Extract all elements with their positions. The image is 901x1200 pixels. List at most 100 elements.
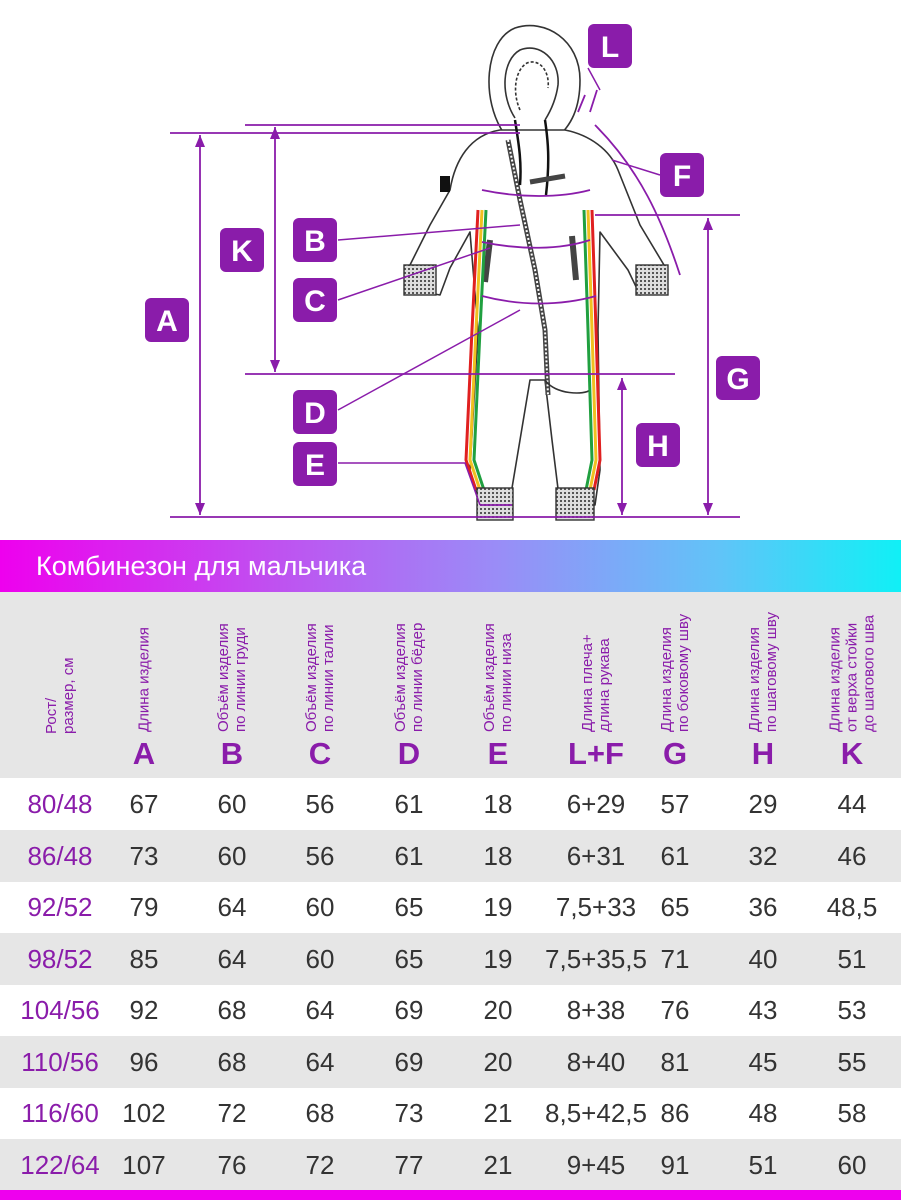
table-row: 92/52 79 64 60 65 19 7,5+33 65 36 48,5 xyxy=(0,881,901,933)
header-label: Длина изделия по боковому шву xyxy=(658,613,692,732)
svg-text:L: L xyxy=(601,31,619,64)
value-cell: 18 xyxy=(483,840,513,871)
value-cell: 69 xyxy=(394,995,424,1025)
header-col-k: Длина изделия от верха стойки до шаговог… xyxy=(808,592,896,778)
svg-text:E: E xyxy=(305,449,325,482)
header-letter: G xyxy=(662,736,688,771)
value-cell: 72 xyxy=(305,1149,335,1180)
value-cell: 60 xyxy=(837,1149,867,1180)
value-cell: 7,5+35,5 xyxy=(545,943,647,974)
value-cell: 20 xyxy=(483,1046,513,1077)
value-cell: 45 xyxy=(748,1046,778,1077)
svg-text:B: B xyxy=(304,225,326,258)
value-cell: 8+38 xyxy=(566,995,626,1025)
jumpsuit-illustration xyxy=(409,24,669,506)
svg-text:K: K xyxy=(231,235,253,268)
value-cell: 60 xyxy=(305,943,335,974)
value-cell: 51 xyxy=(837,943,867,974)
header-label: Объём изделия по линии низа xyxy=(481,623,515,732)
badge-L: L xyxy=(588,24,632,68)
badge-F: F xyxy=(660,153,704,197)
value-cell: 36 xyxy=(748,892,778,922)
header-col-size: Рост/ размер, см xyxy=(16,592,104,778)
value-cell: 57 xyxy=(660,789,690,819)
badge-K: K xyxy=(220,228,264,272)
header-letter: D xyxy=(397,736,421,771)
value-cell: 60 xyxy=(305,892,335,922)
value-cell: 61 xyxy=(660,840,690,871)
size-cell: 122/64 xyxy=(20,1149,100,1180)
value-cell: 6+31 xyxy=(566,840,626,871)
value-cell: 21 xyxy=(483,1098,513,1128)
value-cell: 76 xyxy=(660,995,690,1025)
svg-text:C: C xyxy=(304,285,326,318)
badge-connectors xyxy=(337,67,661,506)
value-cell: 44 xyxy=(837,789,867,819)
header-letter: A xyxy=(132,736,156,771)
value-cell: 56 xyxy=(305,789,335,819)
value-cell: 56 xyxy=(305,840,335,871)
badge-B: B xyxy=(293,218,337,262)
value-cell: 9+45 xyxy=(566,1149,626,1180)
value-cell: 73 xyxy=(394,1098,424,1128)
header-letter: K xyxy=(840,736,864,771)
value-cell: 68 xyxy=(305,1098,335,1128)
header-label: Рост/ размер, см xyxy=(43,657,77,734)
value-cell: 6+29 xyxy=(566,789,626,819)
svg-text:F: F xyxy=(673,160,691,193)
value-cell: 8,5+42,5 xyxy=(545,1098,647,1128)
value-cell: 48 xyxy=(748,1098,778,1128)
value-cell: 60 xyxy=(217,840,247,871)
value-cell: 51 xyxy=(748,1149,778,1180)
value-cell: 48,5 xyxy=(826,892,878,922)
page-title: Комбинезон для мальчика xyxy=(36,551,367,581)
header-letter: L+F xyxy=(568,736,624,771)
value-cell: 29 xyxy=(748,789,778,819)
badge-D: D xyxy=(293,390,337,434)
value-cell: 65 xyxy=(660,892,690,922)
title-banner: Комбинезон для мальчика xyxy=(0,540,901,592)
value-cell: 73 xyxy=(129,840,159,871)
value-cell: 58 xyxy=(837,1098,867,1128)
value-cell: 107 xyxy=(122,1149,166,1180)
value-cell: 72 xyxy=(217,1098,247,1128)
value-cell: 21 xyxy=(483,1149,513,1180)
value-cell: 46 xyxy=(837,840,867,871)
value-cell: 71 xyxy=(660,943,690,974)
value-cell: 32 xyxy=(748,840,778,871)
measurement-lines xyxy=(170,89,740,518)
size-cell: 110/56 xyxy=(21,1046,99,1077)
header-label: Длина изделия по шаговому шву xyxy=(746,612,780,732)
header-label: Длина изделия xyxy=(135,627,153,732)
value-cell: 18 xyxy=(483,789,513,819)
value-cell: 65 xyxy=(394,892,424,922)
value-cell: 102 xyxy=(122,1098,166,1128)
value-cell: 79 xyxy=(129,892,159,922)
value-cell: 40 xyxy=(748,943,778,974)
header-letter: E xyxy=(487,736,509,771)
value-cell: 19 xyxy=(483,892,513,922)
header-letter: B xyxy=(220,736,244,771)
measurement-diagram: L F K B C A G D H E xyxy=(145,24,760,521)
badge-E: E xyxy=(293,442,337,486)
size-cell: 92/52 xyxy=(27,892,93,922)
value-cell: 64 xyxy=(217,892,247,922)
value-cell: 68 xyxy=(217,1046,247,1077)
value-cell: 67 xyxy=(129,789,159,819)
value-cell: 86 xyxy=(660,1098,690,1128)
header-label: Длина изделия от верха стойки до шаговог… xyxy=(826,614,878,732)
arrowheads xyxy=(195,127,713,515)
value-cell: 7,5+33 xyxy=(555,892,637,922)
cuffs xyxy=(403,264,669,521)
